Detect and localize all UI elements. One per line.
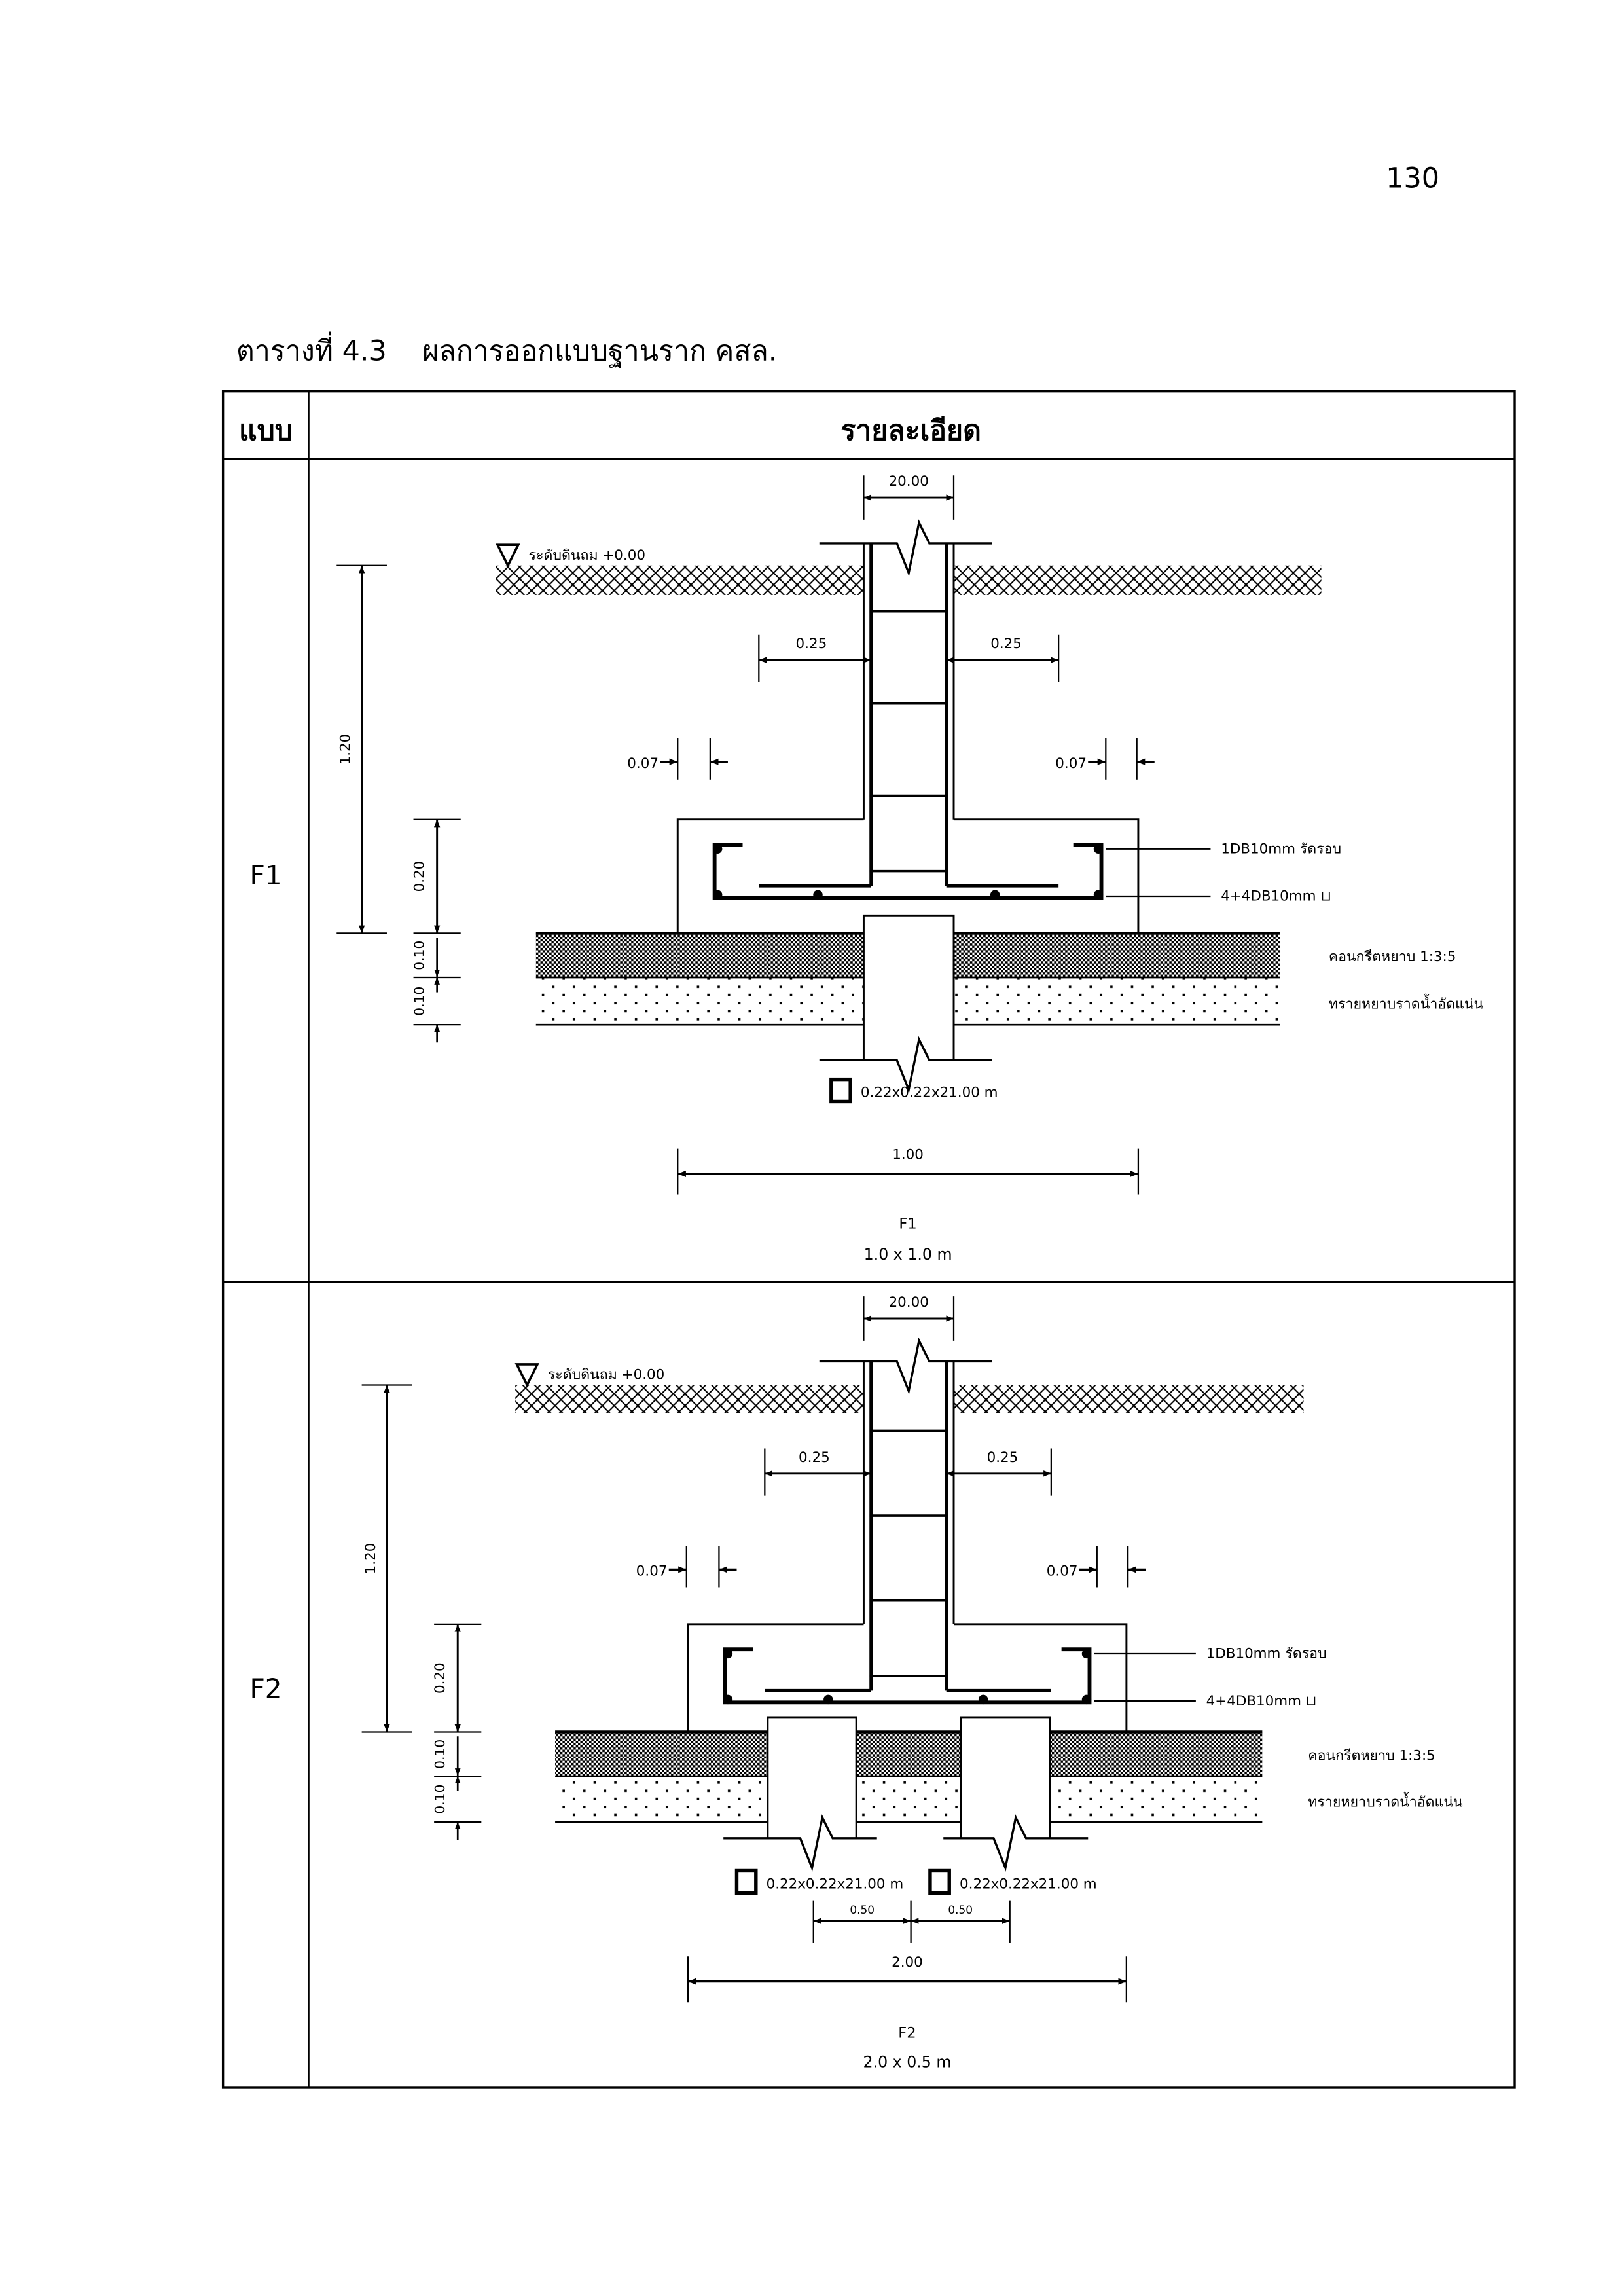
- ground-level-triangle-icon: [514, 1363, 539, 1388]
- footing-outline: [676, 818, 1140, 934]
- page-number: 130: [1386, 162, 1439, 194]
- pile-size-label: 0.22x0.22x21.00 m: [960, 1876, 1097, 1893]
- backfill-soil-right: [954, 1385, 1304, 1413]
- backfill-soil-left: [515, 1385, 864, 1413]
- ground-level-label: ระดับดินถม +0.00: [528, 547, 645, 564]
- pile-section-icon: [734, 1868, 758, 1895]
- stirrup-label: 1DB10mm รัดรอบ: [1206, 1646, 1327, 1662]
- rebar-dot: [712, 844, 723, 854]
- footing-stirrup-rebar: [712, 843, 1104, 900]
- sand-label: ทรายหยาบราดน้ำอัดแน่น: [1329, 993, 1484, 1012]
- offset-left-label: 0.25: [799, 1449, 830, 1466]
- pile-break-line: [943, 1814, 1089, 1872]
- header-details: รายละเอียด: [840, 414, 981, 447]
- footing-width-label: 2.00: [892, 1954, 923, 1971]
- lean-thickness-label: 0.10: [411, 941, 427, 970]
- main-bar-label: 4+4DB10mm ⊔: [1206, 1693, 1317, 1709]
- footing-name: F2: [898, 2024, 916, 2041]
- footing-thickness-label: 0.20: [411, 861, 427, 892]
- rebar-dot: [1081, 1649, 1092, 1659]
- pile-size-label: 0.22x0.22x21.00 m: [767, 1876, 904, 1893]
- footing-name: F1: [899, 1215, 916, 1232]
- footing-outline: [687, 1623, 1128, 1732]
- compacted-sand-layer: [1049, 1776, 1263, 1823]
- rebar-dot: [1093, 890, 1104, 900]
- header-type: แบบ: [239, 414, 293, 447]
- depth-label: 1.20: [363, 1543, 379, 1575]
- offset-right-label: 0.25: [990, 636, 1022, 652]
- pile-outline: [767, 1716, 857, 1838]
- stirrup-label: 1DB10mm รัดรอบ: [1221, 841, 1341, 858]
- footing-drawing-f2: 20.00 ระดับดินถม +0.00 0.25 0.25 0.07 0.07 1DB…: [361, 1294, 1463, 2071]
- pile-size-label: 0.22x0.22x21.00 m: [861, 1085, 998, 1101]
- main-bar-label: 4+4DB10mm ⊔: [1221, 888, 1331, 905]
- sand-thickness-label: 0.10: [432, 1785, 448, 1814]
- backfill-soil-right: [954, 565, 1322, 595]
- design-table: แบบ รายละเอียด F1 F2: [221, 390, 1516, 2089]
- sand-label: ทรายหยาบราดน้ำอัดแน่น: [1308, 1791, 1463, 1810]
- rebar-dot: [712, 890, 723, 900]
- footing-size: 2.0 x 0.5 m: [863, 2052, 951, 2071]
- row-label-f2: F2: [249, 1673, 281, 1705]
- cover-right-label: 0.07: [1047, 1563, 1078, 1579]
- footing-size: 1.0 x 1.0 m: [864, 1245, 952, 1264]
- footing-width-label: 1.00: [892, 1146, 924, 1163]
- cover-right-label: 0.07: [1055, 756, 1087, 772]
- lean-concrete-layer: [1049, 1732, 1263, 1777]
- cover-left-label: 0.07: [627, 756, 659, 772]
- pile-break-line: [723, 1814, 877, 1872]
- rebar-dot: [1093, 844, 1104, 854]
- cover-left-label: 0.07: [636, 1563, 668, 1579]
- row-label-f1: F1: [249, 860, 281, 891]
- backfill-soil-left: [496, 565, 864, 595]
- pile-break-line: [819, 1036, 992, 1094]
- compacted-sand-layer: [555, 1776, 768, 1823]
- footing-thickness-label: 0.20: [432, 1662, 448, 1694]
- sand-thickness-label: 0.10: [411, 987, 427, 1016]
- lean-concrete-layer: [535, 933, 864, 978]
- ground-level-triangle-icon: [496, 543, 520, 568]
- compacted-sand-layer: [856, 1776, 962, 1823]
- rebar-dot: [1081, 1694, 1092, 1705]
- rebar-dot: [723, 1649, 733, 1659]
- ground-level-label: ระดับดินถม +0.00: [548, 1366, 665, 1383]
- pile-outline: [862, 914, 955, 1061]
- pile-section-icon: [928, 1868, 951, 1895]
- compacted-sand-layer: [954, 977, 1280, 1025]
- rebar-dot: [990, 890, 1000, 900]
- column-width-label: 20.00: [889, 1294, 929, 1311]
- offset-left-label: 0.25: [796, 636, 827, 652]
- column-break-line: [819, 1337, 992, 1395]
- rebar-dot: [813, 890, 823, 900]
- rebar-dot: [978, 1694, 988, 1705]
- rebar-dot: [723, 1694, 733, 1705]
- table-caption: ตารางที่ 4.3 ผลการออกแบบฐานราก คสล.: [236, 331, 777, 367]
- footing-drawing-f1: 20.00 ระดับดินถม +0.00 0.25 0.25 0.07 0.07 1DB…: [336, 473, 1484, 1264]
- lean-concrete-label: คอนกรีตหยาบ 1:3:5: [1329, 949, 1456, 965]
- compacted-sand-layer: [535, 977, 864, 1025]
- pile-spacing-label: 0.50: [850, 1903, 875, 1916]
- footing-stirrup-rebar: [723, 1647, 1092, 1705]
- offset-right-label: 0.25: [987, 1449, 1019, 1466]
- rebar-dot: [823, 1694, 833, 1705]
- lean-concrete-layer: [856, 1732, 962, 1777]
- lean-thickness-label: 0.10: [432, 1740, 448, 1769]
- depth-label: 1.20: [338, 734, 354, 765]
- column-width-label: 20.00: [889, 473, 929, 490]
- lean-concrete-layer: [555, 1732, 768, 1777]
- lean-concrete-label: คอนกรีตหยาบ 1:3:5: [1308, 1747, 1435, 1764]
- column-break-line: [819, 519, 992, 577]
- lean-concrete-layer: [954, 933, 1280, 978]
- pile-outline: [960, 1716, 1051, 1838]
- pile-section-icon: [829, 1077, 852, 1104]
- pile-spacing-label: 0.50: [948, 1903, 973, 1916]
